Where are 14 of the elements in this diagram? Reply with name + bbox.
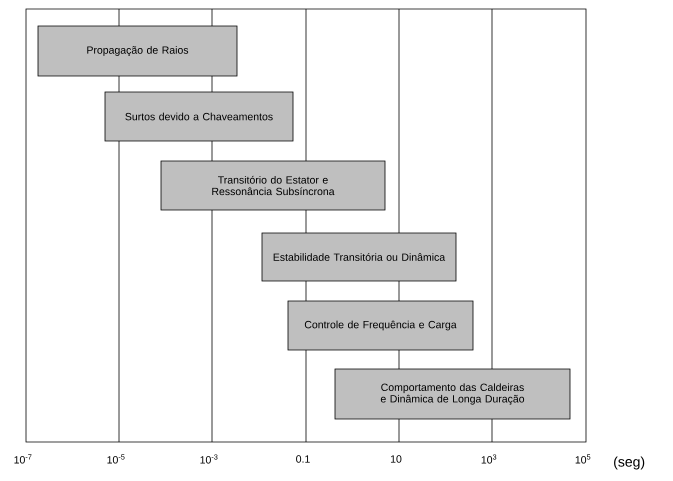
tick-label: 10: [390, 455, 402, 463]
tick-label: 10$^{-5}$: [107, 454, 125, 464]
process-box: Estabilidade Transitória ou Dinâmica: [262, 232, 456, 282]
tick-label: 10$^{-7}$: [14, 454, 32, 464]
tick-label: 10$^{3}$: [482, 454, 496, 464]
tick-label: 10$^{-3}$: [200, 454, 218, 464]
tick-label: 10$^{5}$: [576, 454, 590, 464]
tick-label: 0.1: [296, 455, 310, 463]
process-box: Comportamento das Caldeiras e Dinâmica de Longa Duração: [334, 368, 570, 420]
process-box: Controle de Frequência e Carga: [288, 300, 474, 350]
process-box: Transitório do Estator e Ressonância Subsíncrona: [160, 160, 386, 210]
process-box: Surtos devido a Chaveamentos: [104, 92, 294, 142]
axis-unit: (seg): [614, 456, 644, 470]
process-box: Propagação de Raios: [38, 26, 238, 76]
